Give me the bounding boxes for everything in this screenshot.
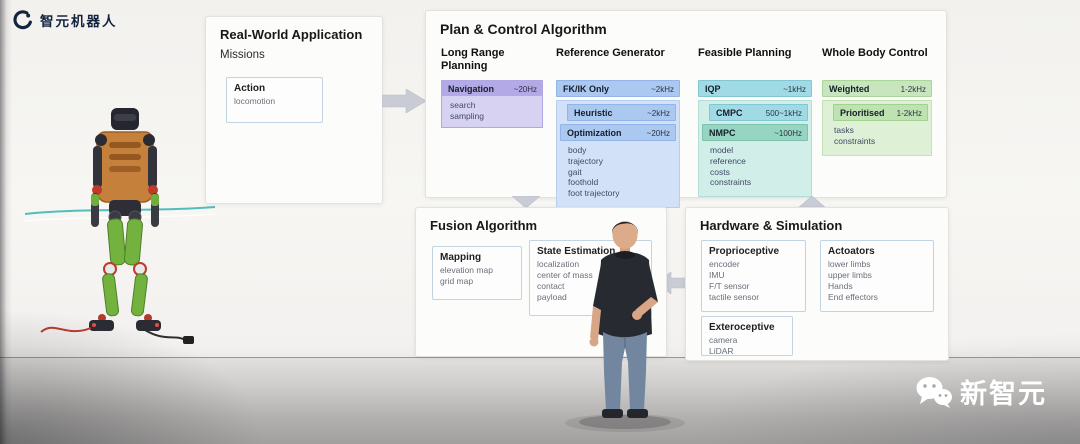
block-frequency: ~1kHz: [783, 84, 806, 94]
proprioceptive-box-items: encoder IMU F/T sensor tactile sensor: [709, 259, 760, 303]
block-frequency: ~100Hz: [774, 128, 802, 138]
block-frequency: 1-2kHz: [896, 108, 922, 118]
robot-illustration: [25, 108, 215, 344]
real-world-title: Real-World Application: [220, 27, 363, 42]
fusion-title: Fusion Algorithm: [430, 218, 538, 233]
block-iqp: IQP ~1kHz: [698, 80, 812, 97]
block-prioritised: Prioritised 1-2kHz: [833, 104, 928, 121]
column-title: Reference Generator: [556, 47, 665, 59]
watermark-text: 新智元: [960, 379, 1047, 409]
wechat-icon: [916, 376, 952, 408]
block-label: CMPC: [716, 107, 743, 118]
block-optimization: Optimization ~20Hz: [560, 124, 676, 141]
arrow-real-world-to-plan: [382, 89, 426, 113]
column-title: Feasible Planning: [698, 47, 792, 59]
block-heuristic: Heuristic ~2kHz: [567, 104, 676, 121]
panel-plan-control: Plan & Control Algorithm Long Range Plan…: [425, 10, 947, 208]
state-estimation-box-items: localization center of mass contact payl…: [537, 259, 593, 303]
action-box-items: locomotion: [234, 96, 276, 106]
column-long-range-planning: Long Range Planning Navigation ~20Hz sea…: [441, 47, 543, 128]
block-items: model reference costs constraints: [710, 145, 752, 188]
column-whole-body-control: Whole Body Control Weighted 1-2kHz Prior…: [822, 47, 932, 156]
watermark: 新智元: [916, 372, 1047, 411]
proprioceptive-box: Proprioceptive encoder IMU F/T sensor ta…: [701, 240, 806, 312]
plan-control-title: Plan & Control Algorithm: [440, 21, 607, 37]
reference-generator-group: Heuristic ~2kHz Optimization ~20Hz body …: [556, 100, 680, 208]
actuators-box-title: Actoators: [828, 246, 875, 257]
block-label: Weighted: [829, 83, 870, 94]
block-label: FK/IK Only: [563, 83, 610, 94]
block-frequency: ~20Hz: [513, 84, 537, 94]
block-items: tasks constraints: [834, 125, 876, 146]
actuators-box-items: lower limbs upper limbs Hands End effect…: [828, 259, 878, 303]
block-items: body trajectory gait foothold foot traje…: [568, 145, 620, 199]
block-frequency: ~20Hz: [646, 128, 670, 138]
exteroceptive-box-items: camera LiDAR: [709, 335, 738, 357]
panel-hardware-simulation: Hardware & Simulation Proprioceptive enc…: [685, 207, 949, 361]
block-label: Navigation: [448, 83, 495, 94]
block-label: Heuristic: [574, 107, 613, 118]
block-frequency: 1-2kHz: [900, 84, 926, 94]
block-navigation: Navigation ~20Hz search sampling: [441, 80, 543, 128]
action-box: Action locomotion: [226, 77, 323, 123]
arrow-plan-to-fusion: [512, 196, 540, 208]
block-fkik-only: FK/IK Only ~2kHz: [556, 80, 680, 97]
action-box-title: Action: [234, 83, 266, 94]
block-label: IQP: [705, 83, 721, 94]
mapping-box: Mapping elevation map grid map: [432, 246, 522, 300]
block-label: Optimization: [567, 127, 622, 138]
exteroceptive-box-title: Exteroceptive: [709, 322, 775, 333]
whole-body-group: Prioritised 1-2kHz tasks constraints: [822, 100, 932, 156]
block-weighted: Weighted 1-2kHz: [822, 80, 932, 97]
panel-real-world-application: Real-World Application Missions Action l…: [205, 16, 383, 204]
block-label: Prioritised: [840, 107, 885, 118]
block-label: NMPC: [709, 127, 736, 138]
feasible-planning-group: CMPC 500~1kHz NMPC ~100Hz model referenc…: [698, 100, 812, 198]
hardware-title: Hardware & Simulation: [700, 218, 843, 233]
mapping-box-items: elevation map grid map: [440, 265, 493, 287]
column-feasible-planning: Feasible Planning IQP ~1kHz CMPC 500~1kH…: [698, 47, 812, 198]
brand-logo-text: 智元机器人: [40, 13, 118, 29]
brand-logo: 智元机器人: [12, 9, 118, 30]
block-nmpc: NMPC ~100Hz: [702, 124, 808, 141]
presenter: [565, 221, 685, 432]
arrow-hardware-to-plan: [798, 196, 826, 208]
block-frequency: ~2kHz: [647, 108, 670, 118]
actuators-box: Actoators lower limbs upper limbs Hands …: [820, 240, 934, 312]
brand-logo-icon: [13, 10, 32, 30]
column-title: Whole Body Control: [822, 47, 928, 59]
stage-floor: [0, 357, 1080, 444]
real-world-subtitle: Missions: [220, 49, 265, 61]
state-estimation-box-title: State Estimation: [537, 246, 616, 257]
block-navigation-header: Navigation ~20Hz: [442, 81, 542, 96]
block-items: search sampling: [450, 100, 485, 121]
block-frequency: 500~1kHz: [765, 108, 802, 118]
column-reference-generator: Reference Generator FK/IK Only ~2kHz Heu…: [556, 47, 680, 208]
proprioceptive-box-title: Proprioceptive: [709, 246, 780, 257]
column-title: Long Range Planning: [441, 47, 505, 72]
block-frequency: ~2kHz: [651, 84, 674, 94]
exteroceptive-box: Exteroceptive camera LiDAR: [701, 316, 793, 356]
mapping-box-title: Mapping: [440, 252, 482, 263]
screen-edge: [0, 0, 12, 444]
block-cmpc: CMPC 500~1kHz: [709, 104, 808, 121]
